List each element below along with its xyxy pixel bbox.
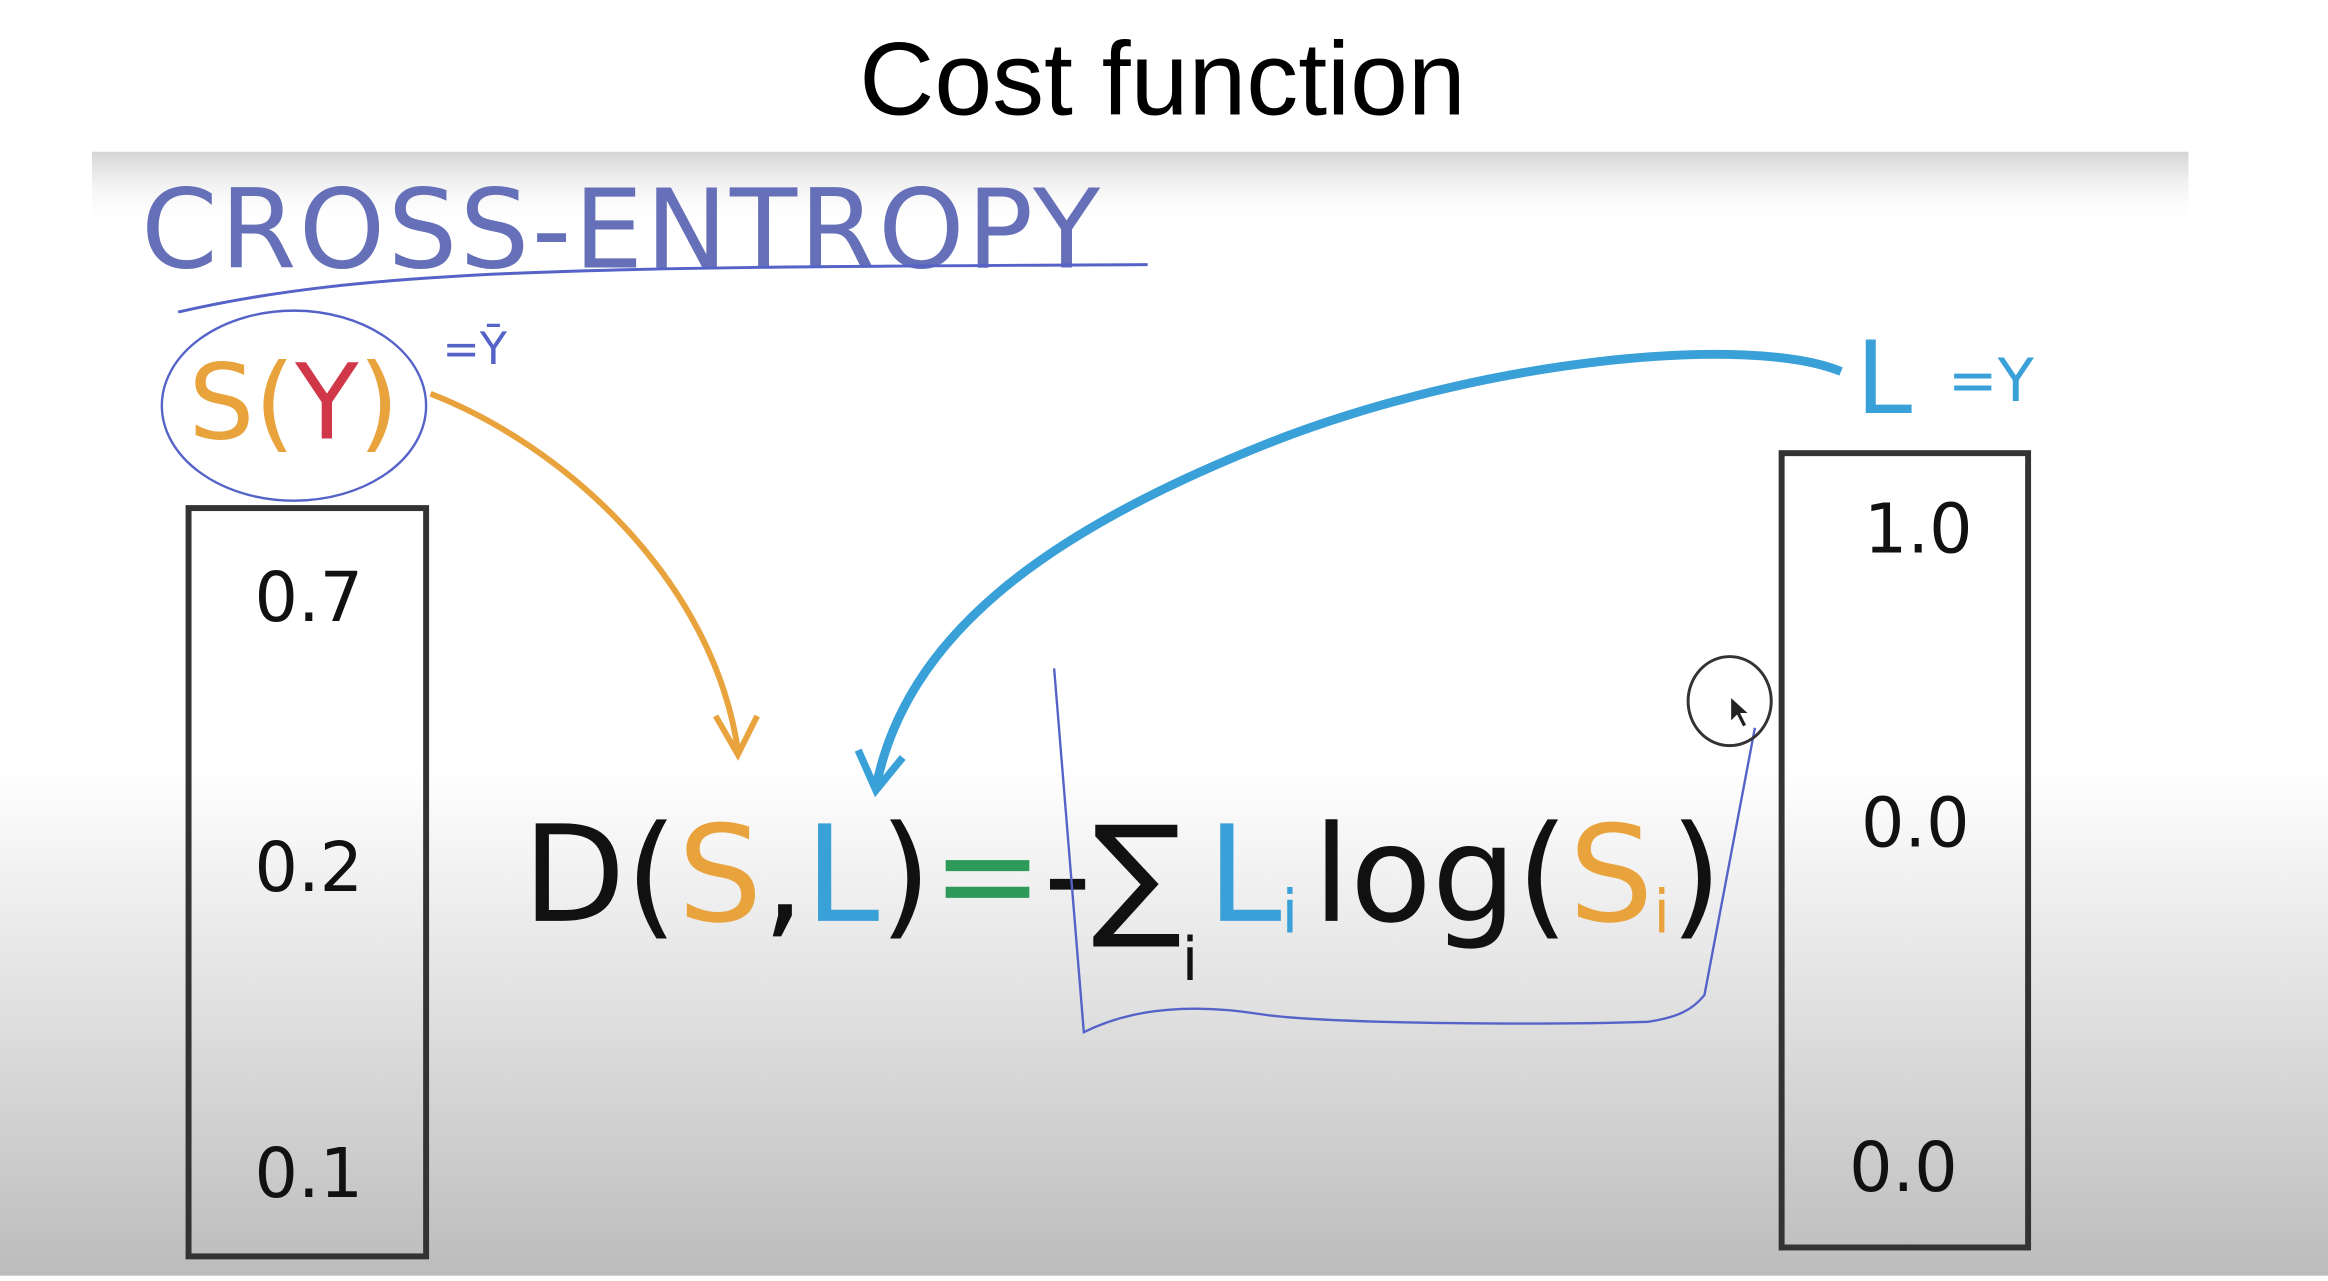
formula-sum-index: i — [1182, 926, 1199, 995]
softmax-value: 0.1 — [255, 1135, 364, 1214]
softmax-s: S — [189, 342, 255, 463]
softmax-value: 0.2 — [255, 829, 364, 908]
formula-comma: , — [762, 797, 804, 953]
heading-underline — [177, 263, 1148, 314]
formula-li: L — [1207, 797, 1281, 953]
slide-title: Cost function — [859, 22, 1465, 138]
softmax-y: Y — [294, 342, 359, 463]
label-value: 1.0 — [1864, 491, 1973, 570]
label-l: L — [1856, 319, 1912, 437]
softmax-eq-ybar: =Ȳ — [442, 323, 507, 375]
label-arrow — [871, 349, 1843, 789]
formula-s: S — [678, 797, 763, 953]
softmax-circle — [160, 309, 428, 502]
formula-bracket — [1052, 668, 1757, 1035]
formula-log: log( — [1313, 797, 1569, 953]
formula-si-subscript: i — [1654, 879, 1671, 948]
softmax-arrow — [429, 391, 741, 751]
label-eq-y: =Y — [1948, 347, 2035, 416]
label-value: 0.0 — [1849, 1129, 1958, 1208]
cross-entropy-heading: CROSS-ENTROPY — [141, 166, 1106, 294]
formula-end-paren: ) — [1670, 797, 1722, 953]
formula-sigma: ∑ — [1092, 797, 1182, 953]
whiteboard-top-shadow — [92, 151, 2189, 226]
cursor-circle-icon — [1686, 655, 1773, 748]
softmax-label: S(Y) — [189, 342, 400, 463]
formula-d: D( — [523, 797, 678, 953]
softmax-value: 0.7 — [255, 559, 364, 638]
formula-li-subscript: i — [1282, 879, 1299, 948]
softmax-arrowhead-icon — [713, 714, 760, 761]
label-arrowhead-icon — [854, 748, 906, 798]
formula-si: S — [1569, 797, 1654, 953]
softmax-open-paren: ( — [255, 342, 296, 463]
softmax-vector-box — [185, 505, 430, 1260]
label-value: 0.0 — [1861, 785, 1970, 864]
formula-l: L — [805, 797, 879, 953]
label-vector-box — [1778, 450, 2032, 1251]
softmax-close-paren: ) — [359, 342, 400, 463]
formula-close-paren: ) — [879, 797, 931, 953]
formula-equals: = — [932, 797, 1044, 953]
